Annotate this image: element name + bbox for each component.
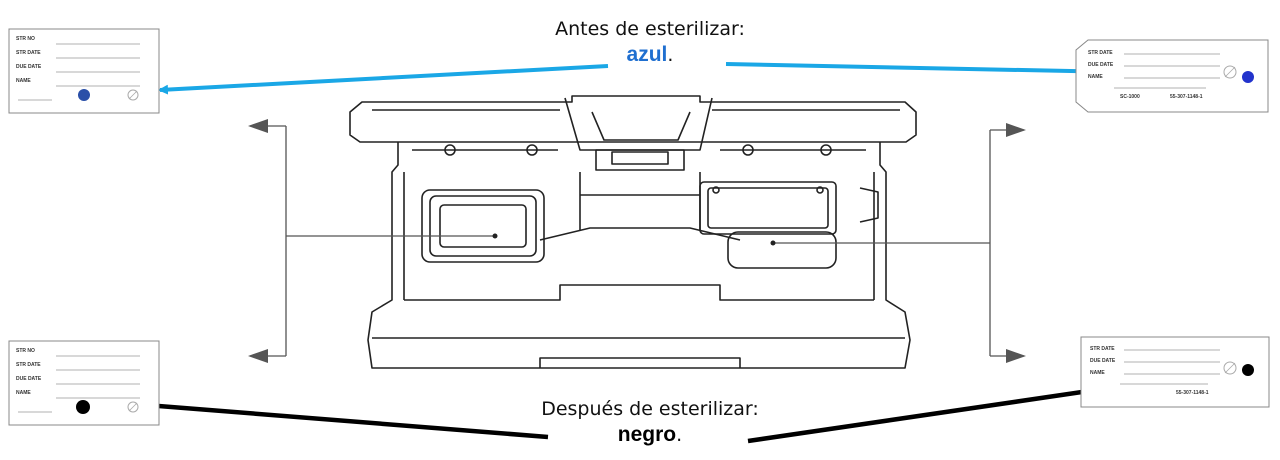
sterilization-indicator-icon bbox=[127, 89, 139, 101]
tag-line-label: DUE DATE bbox=[1090, 358, 1116, 364]
tag-line-label: DUE DATE bbox=[16, 376, 42, 382]
caption-before-sterilization: Antes de esterilizar: azul. bbox=[480, 16, 820, 68]
container-drawing bbox=[349, 95, 917, 369]
tag-line-label: STR NO bbox=[16, 348, 35, 354]
blue-dot-icon bbox=[78, 89, 90, 101]
left-bracket bbox=[248, 119, 494, 363]
caption-punct: . bbox=[667, 44, 674, 66]
tag-footer-label: 55-307-1148-1 bbox=[1170, 94, 1203, 100]
tag-line-label: NAME bbox=[1088, 74, 1103, 80]
black-dot-icon bbox=[76, 400, 90, 414]
caption-after-sterilization: Después de esterilizar: negro. bbox=[440, 396, 860, 448]
caption-before-text: Antes de esterilizar: bbox=[555, 18, 745, 40]
black-dot-icon bbox=[1242, 364, 1254, 376]
tag-line-label: STR DATE bbox=[16, 50, 41, 56]
tag-line-label: STR DATE bbox=[1090, 346, 1115, 352]
left-filter-window bbox=[421, 189, 545, 263]
right-filter-pointer-dot bbox=[770, 240, 776, 246]
sterilization-indicator-icon bbox=[127, 401, 139, 413]
sterilization-indicator-icon bbox=[1223, 65, 1237, 79]
tag-top-left: STR NO STR DATE DUE DATE NAME bbox=[8, 28, 160, 114]
caption-after-text: Después de esterilizar: bbox=[541, 398, 759, 420]
tag-footer-label: 55-307-1148-1 bbox=[1176, 390, 1209, 396]
tag-line-label: STR DATE bbox=[16, 362, 41, 368]
tag-footer-label: SC-1000 bbox=[1120, 94, 1140, 100]
right-filter-window bbox=[699, 181, 837, 235]
tag-line-label: NAME bbox=[16, 78, 31, 84]
container-lid bbox=[349, 95, 917, 143]
sterilization-indicator-icon bbox=[1223, 361, 1237, 375]
right-bracket bbox=[774, 123, 1026, 363]
color-word-black: negro bbox=[617, 423, 677, 446]
blue-arrow-left bbox=[158, 64, 609, 95]
tag-line-label: NAME bbox=[16, 390, 31, 396]
tag-bottom-left: STR NO STR DATE DUE DATE NAME bbox=[8, 340, 160, 426]
tag-line-label: STR NO bbox=[16, 36, 35, 42]
tag-line-label: STR DATE bbox=[1088, 50, 1113, 56]
tag-top-right: STR DATE DUE DATE NAME SC-1000 55-307-11… bbox=[1074, 38, 1270, 116]
left-filter-pointer-dot bbox=[492, 233, 498, 239]
color-word-blue: azul bbox=[626, 43, 668, 66]
tag-line-label: NAME bbox=[1090, 370, 1105, 376]
caption-punct: . bbox=[676, 424, 683, 446]
tag-line-label: DUE DATE bbox=[16, 64, 42, 70]
tag-bottom-right: STR DATE DUE DATE NAME 55-307-1148-1 bbox=[1080, 336, 1270, 408]
blue-dot-icon bbox=[1242, 71, 1254, 83]
black-arrow-left bbox=[144, 400, 549, 440]
container-body bbox=[367, 142, 911, 369]
tag-line-label: DUE DATE bbox=[1088, 62, 1114, 68]
